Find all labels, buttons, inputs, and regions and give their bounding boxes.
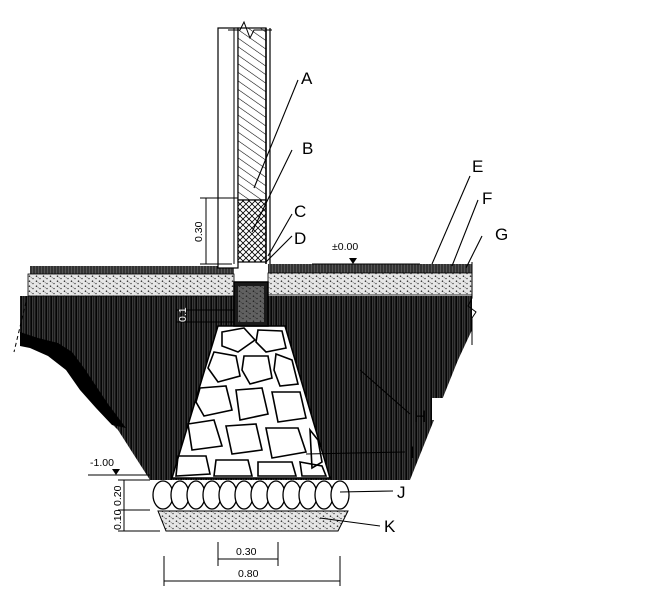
answer-blank-a [322,62,428,86]
excavation-outline [20,300,649,609]
dim-foundation-width: 0.80 [238,568,259,580]
answer-blank-h [432,398,522,420]
answer-blank-f [500,178,562,200]
label-i: I [410,443,415,462]
gravel-layer-left [27,273,235,297]
dim-bed-height: 0.10 [112,509,124,530]
dim-wall-height: 0.30 [193,221,205,242]
dim-tie-beam-offset: 0.1 [177,307,189,322]
wall-plaster-left [217,27,239,269]
left-dark-mass [20,332,126,428]
gravel-layer-right [267,272,473,296]
dim-wall-width: 0.30 [236,546,257,558]
rubble-stones [175,327,328,477]
ground-surface-left [30,266,234,274]
answer-blank-k [398,508,482,530]
label-e: E [472,157,483,176]
label-a: A [301,69,313,88]
label-b: B [302,139,313,158]
cushion-ovals [152,480,350,510]
label-h: H [414,407,426,426]
label-f: F [482,189,492,208]
answer-blank-j [414,475,538,501]
label-g: G [495,225,508,244]
ground-surface-right [268,264,472,273]
dim-cushion-height: 0.20 [112,485,124,506]
level-base: -1.00 [90,457,114,469]
label-k: K [384,517,396,536]
label-j: J [397,483,406,502]
answer-blank-c [312,194,408,216]
level-floor: ±0.00 [332,241,358,253]
sand-bed [157,510,349,532]
answer-blank-g [518,214,624,238]
answer-blank-b [320,134,450,158]
answer-blank-d [312,220,408,242]
answer-blank-i [432,432,568,458]
answer-blank-e [492,146,638,172]
wall-masonry [237,27,267,201]
label-d: D [294,229,306,248]
label-c: C [294,202,306,221]
